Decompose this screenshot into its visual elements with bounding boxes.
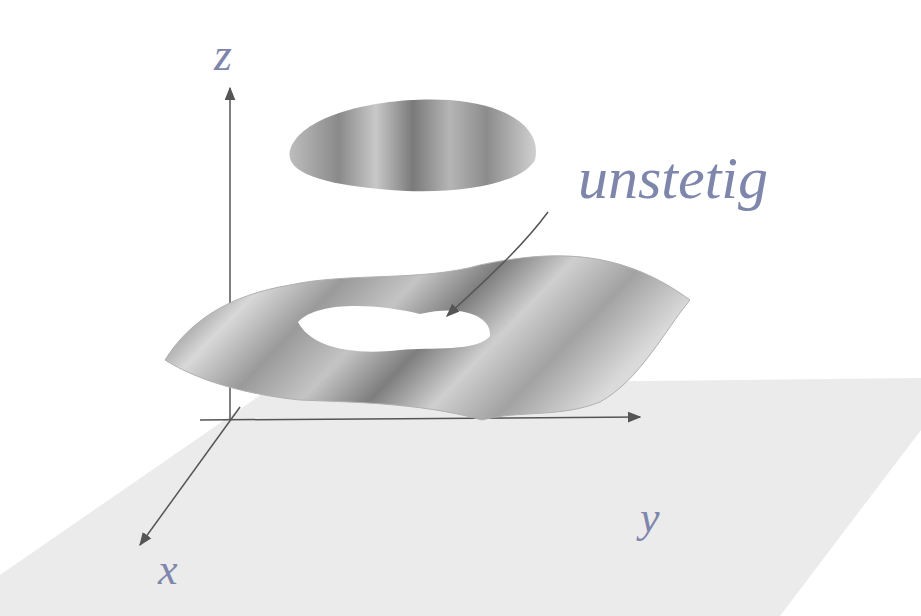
- axis-label: x: [158, 548, 178, 592]
- leader-arrow: [447, 212, 548, 316]
- surface-hole: [298, 306, 490, 352]
- upper-surface-piece: [289, 99, 536, 191]
- annotation: unstetig: [578, 148, 768, 208]
- x-axis: [140, 407, 240, 545]
- y-axis: [200, 417, 640, 420]
- axis-label: y: [640, 496, 660, 540]
- axis-label: z: [214, 32, 232, 78]
- lower-surface: [165, 256, 690, 420]
